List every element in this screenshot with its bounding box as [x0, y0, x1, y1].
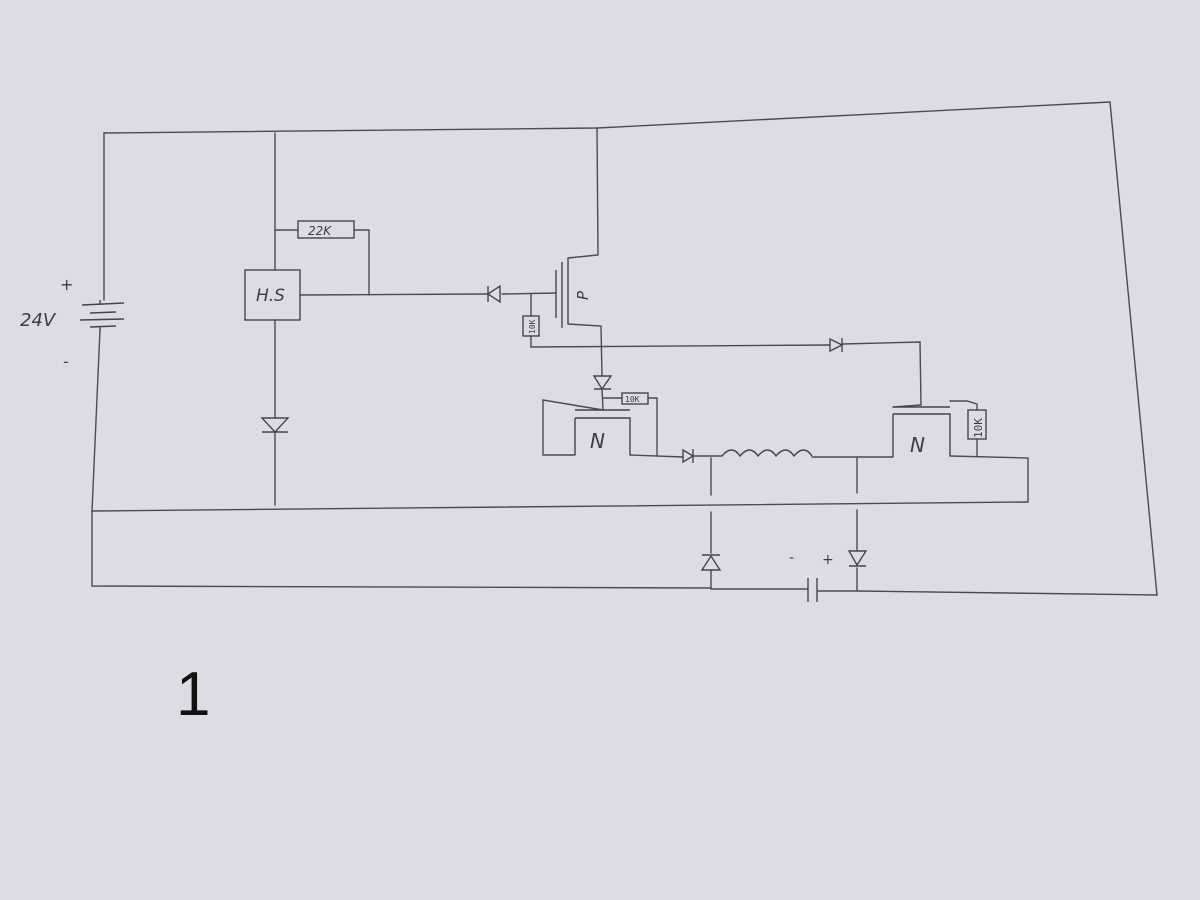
inductor-icon: [721, 449, 813, 458]
diode-icon: [829, 337, 844, 353]
capacitor-minus: -: [789, 550, 794, 566]
n-mosfet-right-label: N: [910, 433, 925, 457]
diode-icon: [592, 375, 613, 391]
diode-icon: [847, 550, 868, 567]
n-mosfet-left-label: N: [590, 429, 605, 453]
diode-icon: [682, 448, 695, 464]
diode-icon: [260, 417, 290, 434]
figure-number: 1: [176, 660, 211, 729]
n-mosfet-left: [574, 409, 631, 455]
capacitor-icon: [803, 578, 822, 602]
battery-voltage-label: 24V: [20, 310, 57, 331]
resistor-10k-right-label: 10K: [972, 418, 985, 438]
resistor-10k-left-label: 10K: [625, 395, 640, 404]
battery-minus: -: [63, 352, 69, 371]
p-mosfet-label: P: [574, 290, 592, 300]
resistor-10k-gate-label: 10K: [528, 319, 537, 334]
hall-sensor-label: H.S: [256, 286, 285, 306]
hall-sensor: [244, 269, 301, 321]
resistor-22k: [297, 220, 355, 239]
n-mosfet-right: [892, 406, 951, 457]
resistor-10k-left: [621, 392, 649, 405]
resistor-22k-label: 22K: [308, 224, 332, 238]
p-mosfet: [555, 258, 569, 328]
resistor-10k-right: [967, 409, 987, 440]
battery-plus: +: [60, 275, 73, 294]
diode-icon: [700, 554, 722, 571]
wires: [91, 101, 1158, 596]
diode-icon: [486, 284, 501, 304]
capacitor-plus: +: [822, 552, 834, 568]
resistor-10k-gate: [522, 315, 540, 337]
battery-icon: [79, 300, 125, 331]
